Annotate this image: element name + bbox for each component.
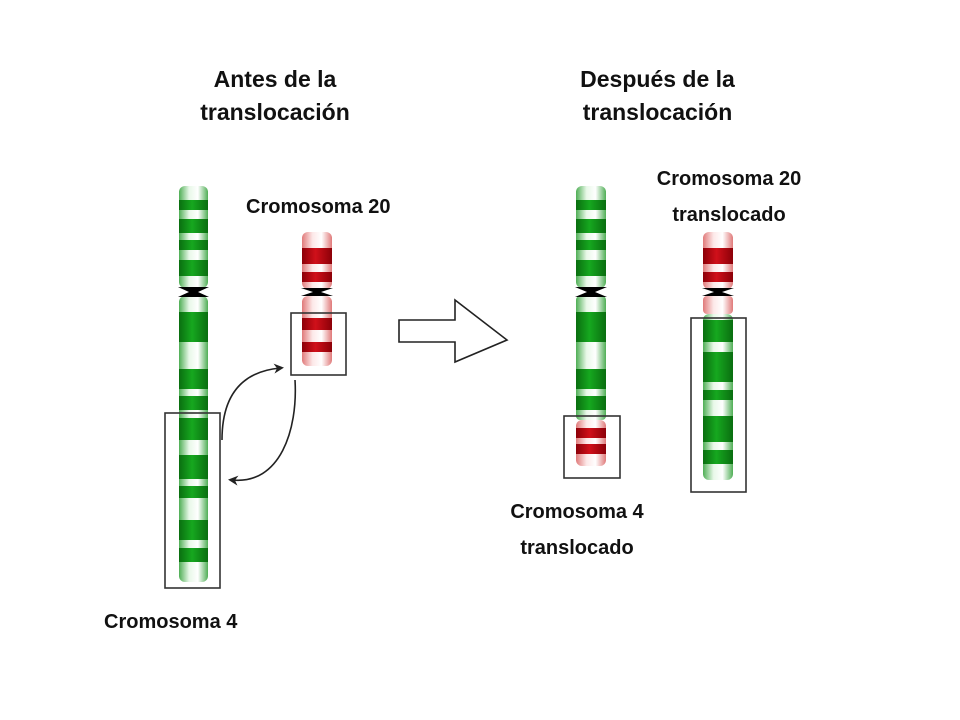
label-chr4-trans-line1: Cromosoma 4 [510,501,644,523]
chr20-selection-box [290,312,347,376]
exchange-arrow-up [221,363,284,441]
label-chromosome-4: Cromosoma 4 [104,611,238,633]
title-after-line1: Después de la [580,66,735,92]
label-chr20-trans-line2: translocado [672,204,786,226]
title-after: Después de la translocación [550,63,765,129]
chr4-translocated-box [563,415,621,479]
label-chromosome-4-translocated: Cromosoma 4 translocado [492,494,662,566]
chromosome-20 [301,232,333,366]
transition-arrow [398,298,509,364]
title-before-line2: translocación [200,99,350,125]
title-before-line1: Antes de la [213,66,337,92]
chromosome-4 [178,186,209,582]
label-chromosome-20: Cromosoma 20 [246,196,391,218]
chr4-selection-box [164,412,221,589]
label-chromosome-20-translocated: Cromosoma 20 translocado [636,161,822,233]
chromosome-4-translocated [575,186,607,466]
exchange-arrow-down [228,379,297,486]
label-chr20-trans-line1: Cromosoma 20 [656,168,802,190]
title-after-line2: translocación [582,99,733,125]
title-before: Antes de la translocación [170,63,380,129]
label-chr4-trans-line2: translocado [520,537,634,559]
chromosome-20-translocated [702,232,734,480]
chr20-translocated-box [690,317,747,493]
